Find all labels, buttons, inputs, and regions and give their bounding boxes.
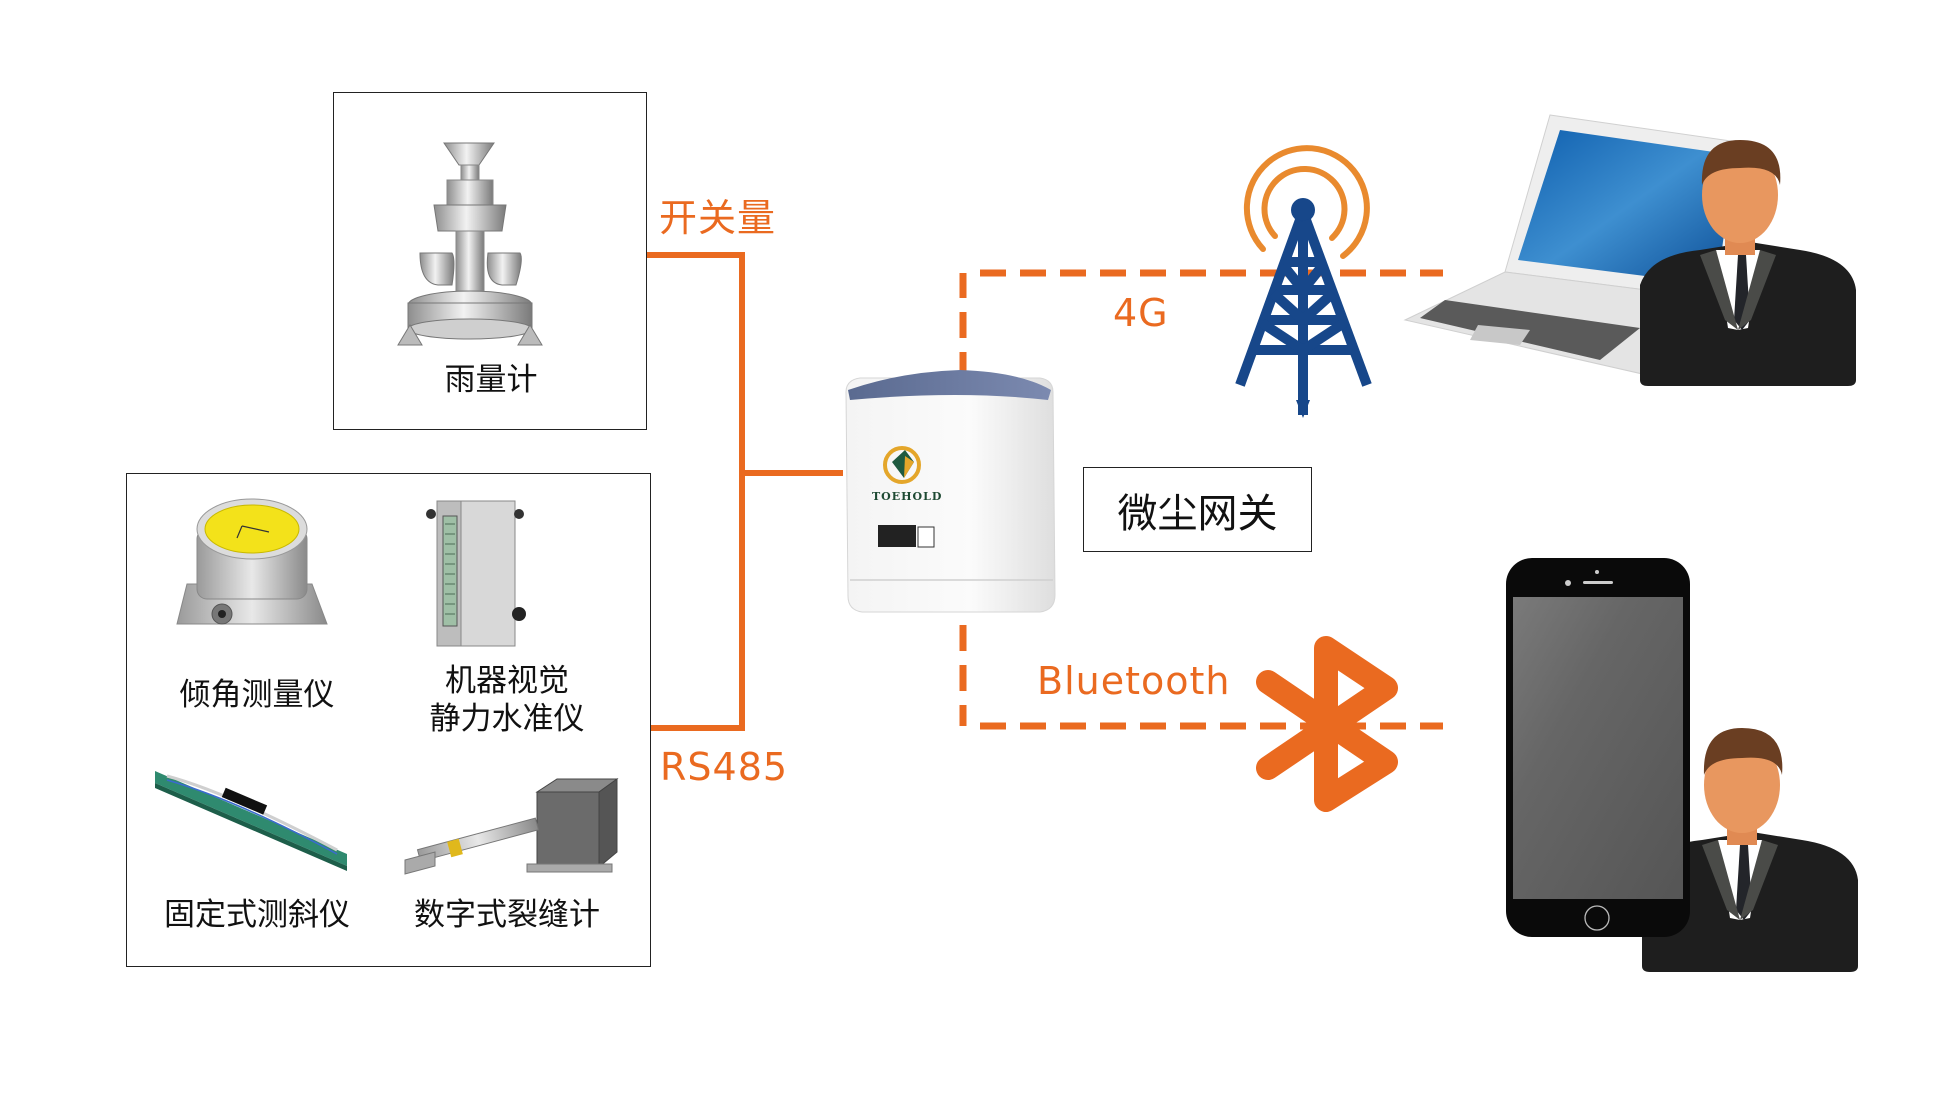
- switch-link-line: [645, 252, 745, 731]
- rain-gauge-icon: [397, 142, 543, 346]
- sensor-group-panel: 倾角测量仪 机器视觉 静力水准仪 固定式测斜仪 数字式: [126, 473, 651, 967]
- level-gauge-label-line2: 静力水准仪: [429, 701, 585, 737]
- fixed-inclinometer-label: 固定式测斜仪: [164, 897, 350, 933]
- rain-gauge-panel: 雨量计: [333, 92, 647, 430]
- crack-meter-label: 数字式裂缝计: [414, 897, 600, 933]
- gateway-brand-text: TOEHOLD: [872, 490, 943, 503]
- rs485-label: RS485: [660, 745, 789, 789]
- gateway-label: 微尘网关: [1083, 467, 1312, 552]
- inclinometer-label: 倾角测量仪: [179, 677, 335, 713]
- bluetooth-label: Bluetooth: [1037, 659, 1231, 703]
- inclinometer-icon: [176, 498, 328, 625]
- rain-gauge-label: 雨量计: [444, 362, 538, 398]
- cellular-label: 4G: [1113, 291, 1169, 335]
- switch-signal-label: 开关量: [659, 196, 777, 240]
- level-gauge-label-line1: 机器视觉: [445, 663, 569, 699]
